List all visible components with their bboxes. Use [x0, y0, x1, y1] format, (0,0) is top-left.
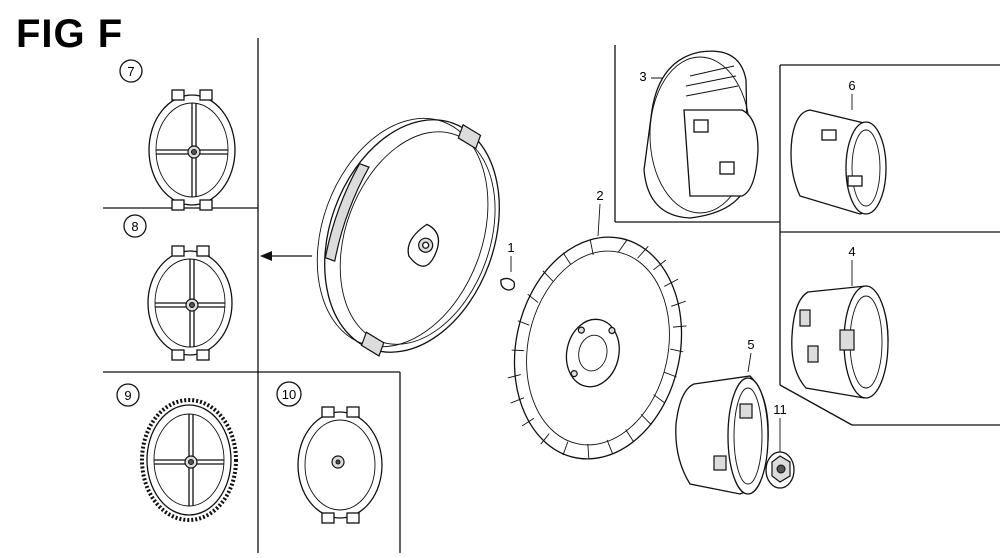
callout-2[interactable]: 2 — [596, 188, 604, 237]
callout-1-label: 1 — [507, 240, 514, 255]
direction-arrow — [260, 251, 312, 261]
part-2-cooling-fan — [507, 236, 687, 460]
callout-8-label: 8 — [131, 219, 138, 234]
part-4-starter-cup — [791, 285, 889, 399]
part-6-cup — [790, 109, 887, 215]
part-8-pulley — [147, 245, 233, 361]
callout-6-label: 6 — [848, 78, 855, 93]
callout-2-label: 2 — [596, 188, 603, 203]
part-11-nut — [765, 451, 795, 489]
part-10-pulley — [297, 406, 383, 524]
callout-4[interactable]: 4 — [848, 244, 856, 286]
callout-4-label: 4 — [848, 244, 855, 259]
callout-7-label: 7 — [127, 64, 134, 79]
part-9-toothed-pulley — [140, 398, 238, 522]
callout-1[interactable]: 1 — [507, 240, 515, 272]
callout-3-label: 3 — [639, 69, 646, 84]
callout-10[interactable]: 10 — [276, 381, 302, 407]
callout-8[interactable]: 8 — [123, 214, 147, 238]
callout-6[interactable]: 6 — [848, 78, 856, 110]
callout-5-label: 5 — [747, 337, 754, 352]
part-1-woodruff-key — [500, 277, 516, 291]
part-3-shroud — [643, 50, 759, 219]
callout-9[interactable]: 9 — [116, 383, 140, 407]
callout-10-label: 10 — [282, 387, 296, 402]
part-7-pulley — [148, 89, 236, 211]
part-flywheel-cover — [316, 117, 500, 357]
callout-7[interactable]: 7 — [119, 59, 143, 83]
part-5-starter-pulley — [675, 375, 769, 495]
panel-frame-lines — [103, 38, 1000, 553]
callout-11[interactable]: 11 — [773, 402, 787, 452]
callout-9-label: 9 — [124, 388, 131, 403]
callout-5[interactable]: 5 — [747, 337, 755, 373]
figure-title: FIG F — [16, 12, 124, 56]
callout-11-label: 11 — [773, 402, 787, 417]
